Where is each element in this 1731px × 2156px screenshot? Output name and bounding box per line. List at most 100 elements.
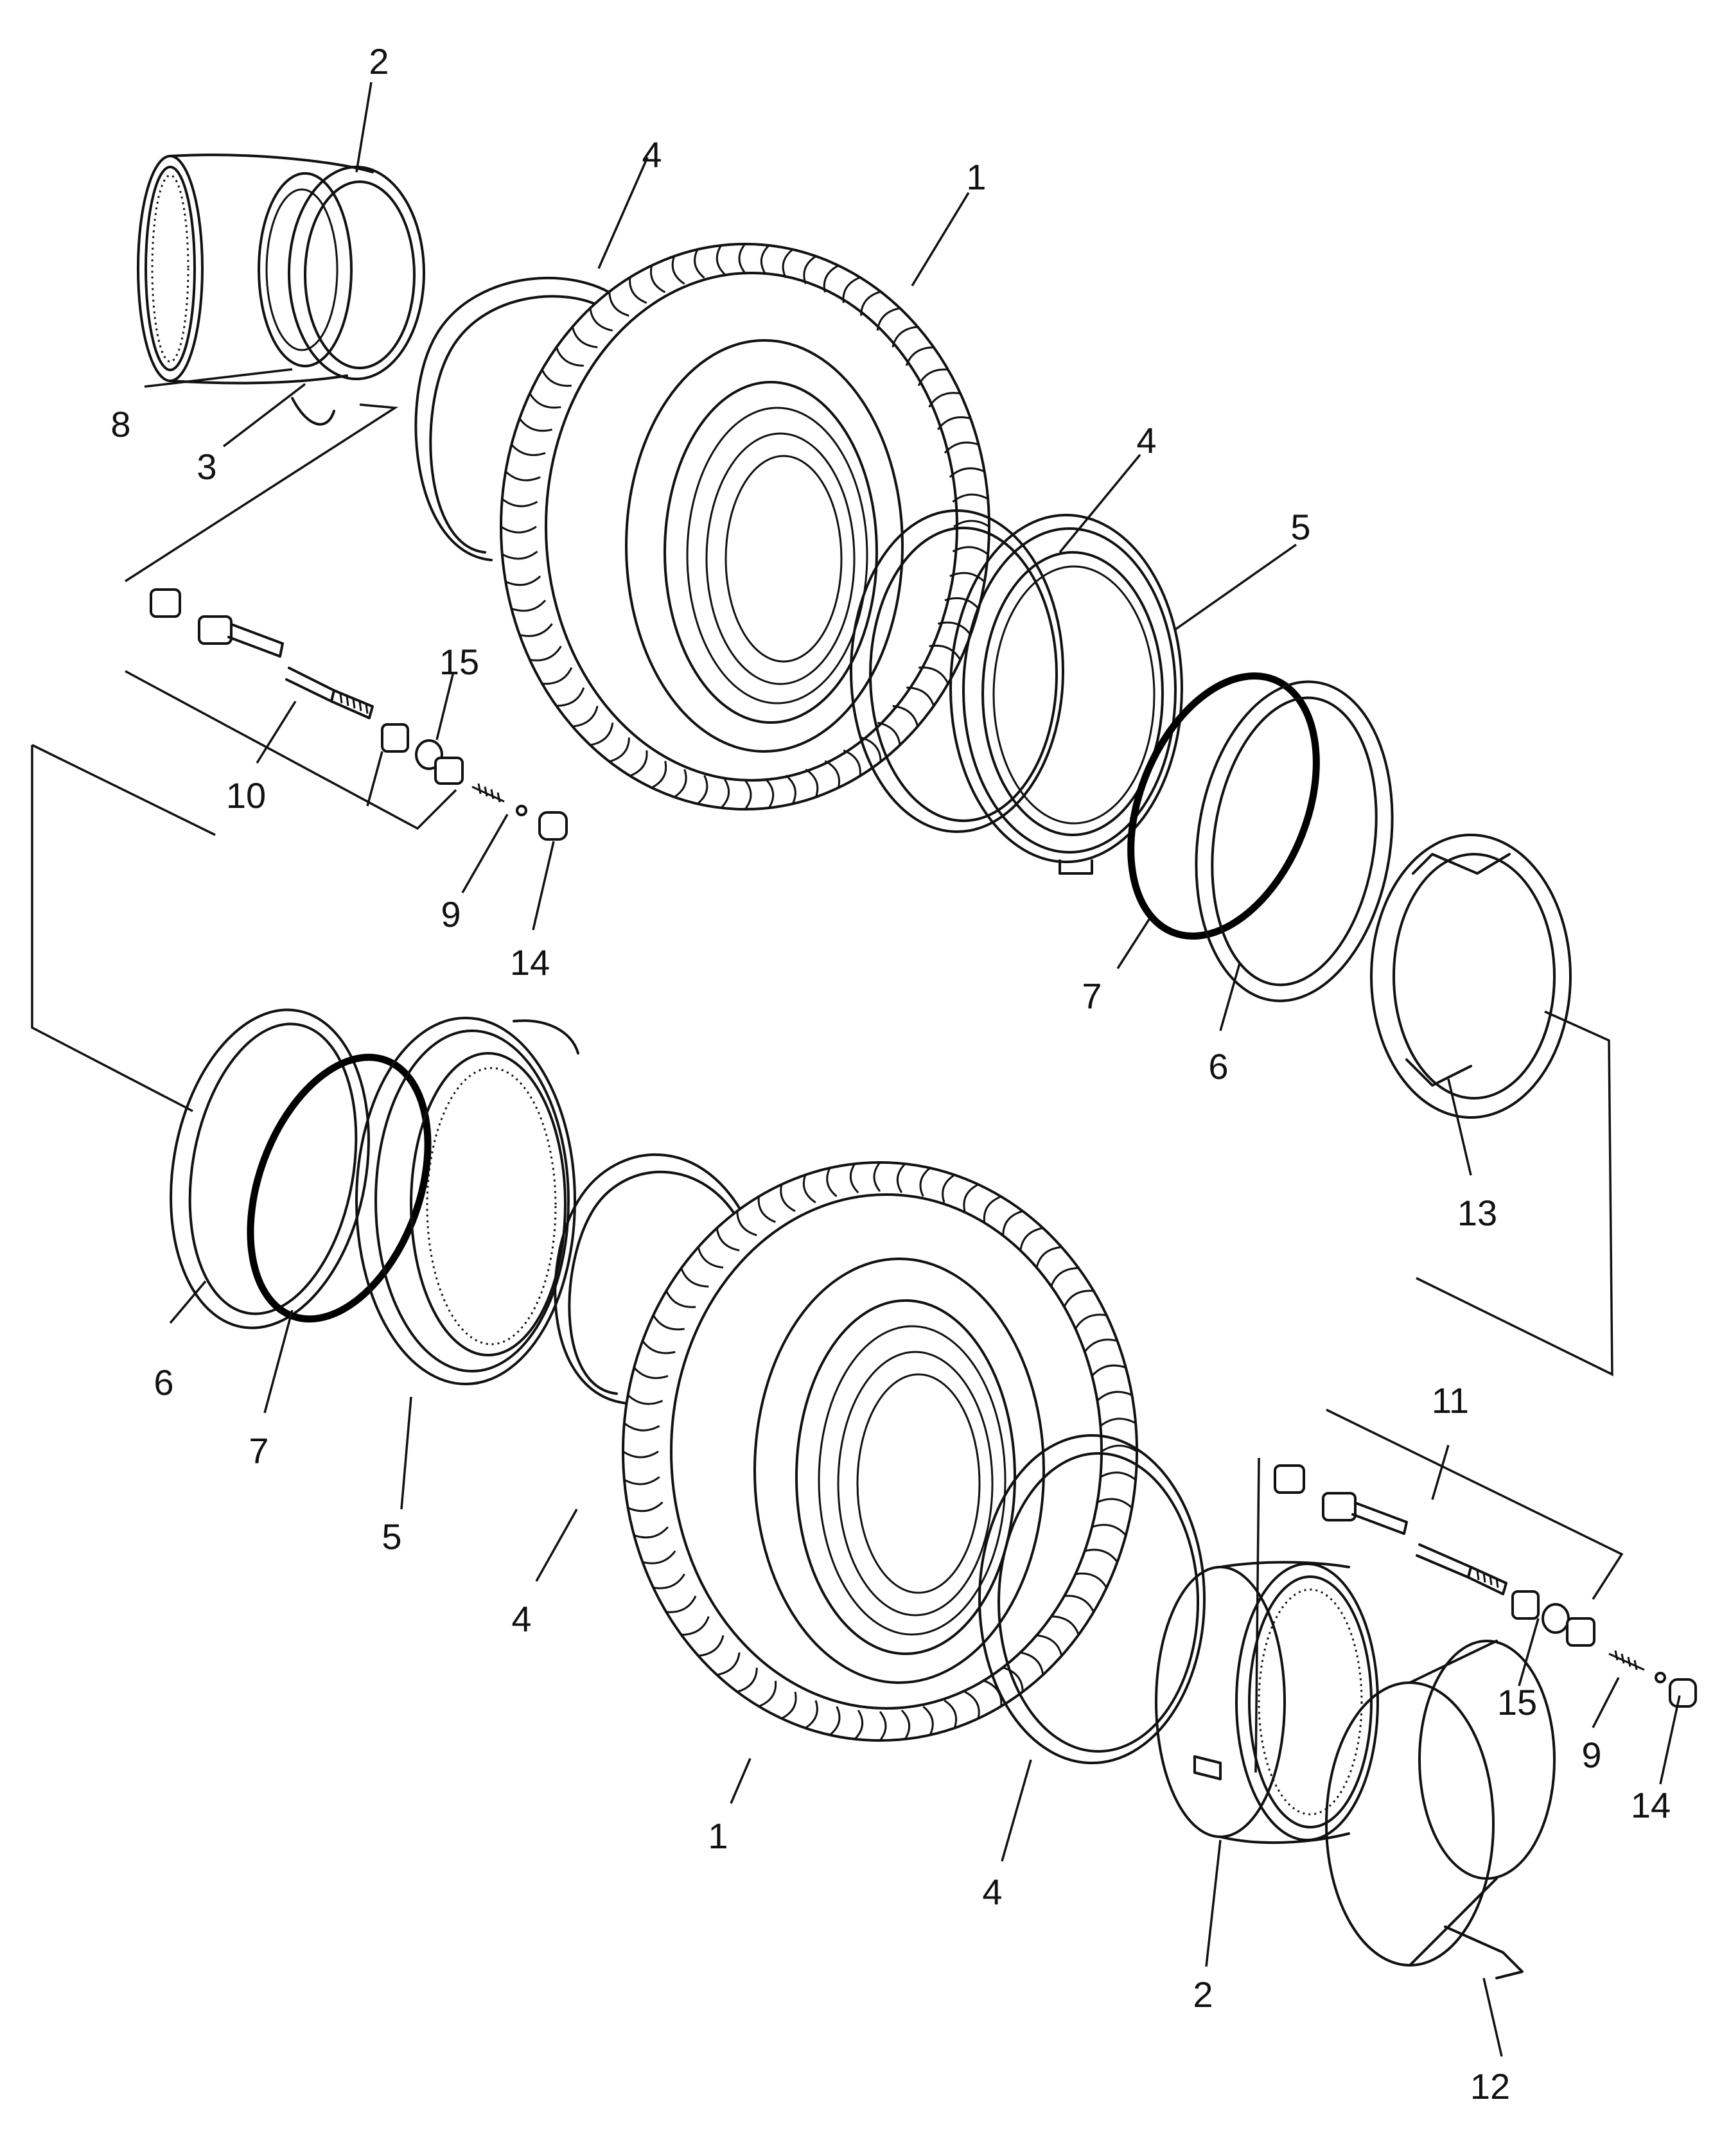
valve-cap-upper [538, 811, 568, 841]
nut-lower [1274, 1464, 1305, 1494]
tire-lower [622, 1161, 1138, 1742]
bead-seat-ring-upper-left [414, 276, 624, 561]
tread-lug [1084, 1338, 1118, 1353]
tread-lug [896, 1163, 906, 1193]
bead-seat-ring-upper-right [850, 509, 1064, 833]
tread-lug [518, 417, 553, 432]
tread-lug [502, 550, 538, 560]
tread-lug [738, 243, 746, 274]
callout-14-upper: 14 [510, 942, 550, 983]
tread-lug [780, 1184, 796, 1213]
tread-lug [1036, 1634, 1063, 1656]
valve-assembly-upper [150, 588, 568, 841]
callout-4-upper-left: 4 [642, 134, 662, 175]
callout-2-lower: 2 [1193, 1974, 1213, 2015]
tread-lug [826, 1167, 838, 1197]
tread-lug [849, 1163, 859, 1194]
tire-tread-upper [500, 243, 990, 810]
tread-lug [511, 599, 547, 612]
tread-lug [944, 1699, 958, 1729]
tread-lug [918, 666, 949, 685]
tread-lug [511, 444, 546, 456]
tread-lug [609, 737, 630, 763]
grouping-lines [31, 403, 1624, 1773]
tread-lug [505, 471, 541, 482]
tread-lug [671, 256, 685, 285]
tread-lug [1101, 1444, 1138, 1453]
callout-2-upper: 2 [369, 41, 389, 82]
tread-lug [937, 416, 971, 430]
tread-lug [681, 1616, 710, 1636]
tread-lug [737, 1667, 758, 1693]
tread-lug [901, 1709, 911, 1740]
tread-lug [697, 1247, 724, 1269]
rim-upper [137, 153, 425, 426]
tread-lug [873, 1162, 881, 1192]
callout-4-upper-right: 4 [1136, 420, 1156, 460]
o-ring-lower [247, 1053, 432, 1323]
side-flange-lower [355, 1017, 579, 1385]
tread-lug [622, 1450, 659, 1459]
tread-lug [642, 1550, 676, 1564]
tread-lug [1091, 1364, 1127, 1377]
tread-lug [805, 768, 819, 798]
tread-lug [629, 277, 647, 304]
tread-lug [860, 290, 881, 316]
tread-lug [650, 265, 666, 294]
tread-lug [944, 441, 980, 454]
nut-15b-upper [434, 757, 464, 785]
tread-lug [720, 778, 730, 809]
nut-upper [150, 588, 181, 618]
tread-lug [944, 597, 980, 609]
tread-lug [624, 1476, 660, 1486]
callout-13: 13 [1457, 1193, 1497, 1233]
tread-lug [928, 392, 961, 408]
tread-lug [1096, 1498, 1133, 1509]
tread-lug [879, 1711, 887, 1741]
callout-1-upper: 1 [966, 157, 986, 197]
tread-lug [627, 1394, 663, 1405]
tread-lug [1063, 1290, 1094, 1308]
callout-6-lower: 6 [154, 1362, 173, 1403]
tread-lug [952, 493, 989, 503]
valve-stem-head-lower [1322, 1492, 1357, 1521]
tread-lug [963, 1183, 979, 1212]
tread-lug [589, 308, 613, 332]
tread-lug [1035, 1246, 1062, 1268]
tread-lug [1003, 1667, 1024, 1692]
valve-stem-head-upper [198, 615, 233, 645]
tread-lug [653, 1573, 685, 1590]
tread-lug [877, 721, 901, 746]
tread-lug [1075, 1313, 1107, 1329]
tread-lug [698, 1635, 725, 1657]
callout-12: 12 [1470, 2066, 1510, 2107]
valve-assembly-lower [1274, 1464, 1697, 1708]
tread-lug [666, 1595, 697, 1613]
tire-upper [500, 243, 990, 811]
tread-lug [501, 498, 538, 507]
callout-4-lower-left: 4 [511, 1599, 531, 1639]
tread-lug [892, 326, 918, 348]
tread-lug [1051, 1615, 1080, 1636]
lock-ring-upper [1195, 680, 1394, 1003]
leader-lines [144, 82, 1681, 2057]
callout-9-lower: 9 [1581, 1735, 1601, 1775]
rim-lower [1155, 1561, 1379, 1845]
tread-lug [716, 245, 726, 275]
tread-lug [861, 736, 882, 762]
tread-lug [633, 1367, 669, 1380]
callout-10: 10 [226, 775, 266, 816]
tread-lug [785, 775, 796, 805]
tread-lug [922, 1706, 934, 1736]
tread-lug [758, 1681, 777, 1708]
o-ring-upper [1127, 672, 1320, 940]
tread-lug [716, 1652, 741, 1676]
tread-lug [843, 749, 861, 776]
tread-lug [651, 760, 667, 789]
valve-cap-lower [1669, 1678, 1697, 1708]
callout-15-lower: 15 [1497, 1682, 1537, 1722]
tread-lug [757, 1196, 776, 1223]
tread-lug [1064, 1595, 1094, 1613]
tread-lug [572, 705, 599, 728]
tread-lug [696, 775, 708, 805]
